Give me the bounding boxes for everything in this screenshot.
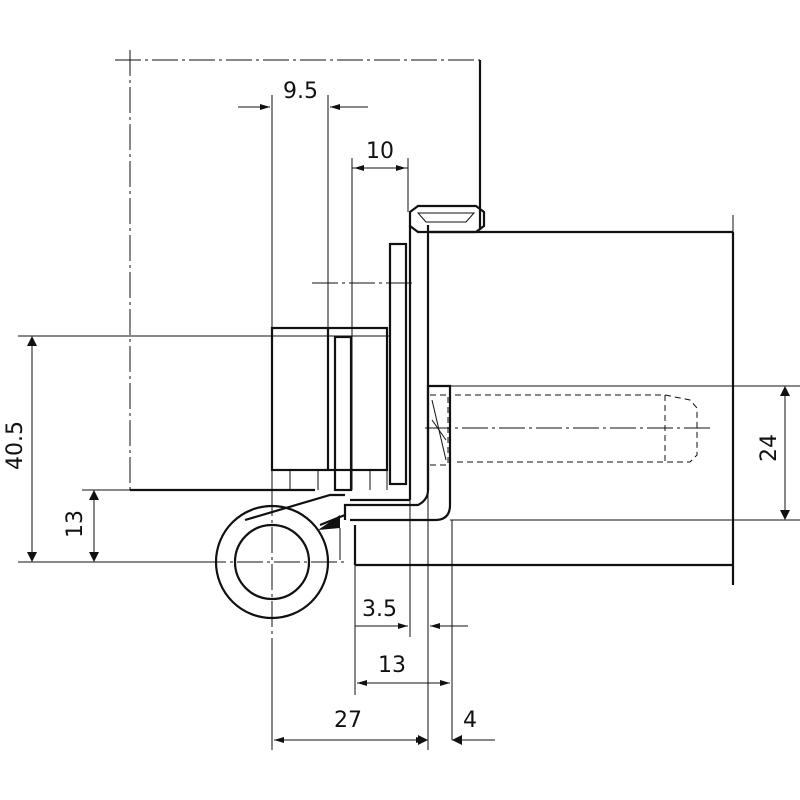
dimension-4: 4	[418, 708, 495, 745]
dim-label-40-5: 40.5	[3, 421, 28, 470]
dimension-9-5: 9.5	[238, 79, 368, 328]
dim-label-10: 10	[366, 139, 394, 164]
dimension-3-5: 3.5	[355, 490, 468, 750]
dim-label-9-5: 9.5	[283, 79, 318, 104]
dim-label-13-bottom: 13	[378, 653, 406, 678]
dimension-10: 10	[351, 139, 409, 490]
dim-label-27: 27	[334, 708, 362, 733]
dim-label-3-5: 3.5	[362, 597, 397, 622]
dim-label-24: 24	[757, 434, 782, 462]
dimension-13-left: 13	[63, 489, 130, 562]
dimension-24: 24	[450, 385, 800, 521]
dim-label-4: 4	[463, 708, 477, 733]
door-leaf	[355, 215, 735, 585]
dimension-40-5: 40.5	[3, 335, 390, 563]
hinge-frame-leaf	[270, 326, 389, 492]
dimension-13-bottom: 13	[354, 520, 453, 740]
dim-label-13-left: 13	[63, 510, 88, 538]
hinge-knuckle	[200, 490, 357, 640]
dowel-screw	[425, 394, 710, 466]
dimension-27: 27	[271, 640, 426, 750]
seal-profile	[408, 204, 486, 234]
frame-outline	[115, 50, 482, 490]
hinge-door-leaf	[343, 225, 452, 522]
